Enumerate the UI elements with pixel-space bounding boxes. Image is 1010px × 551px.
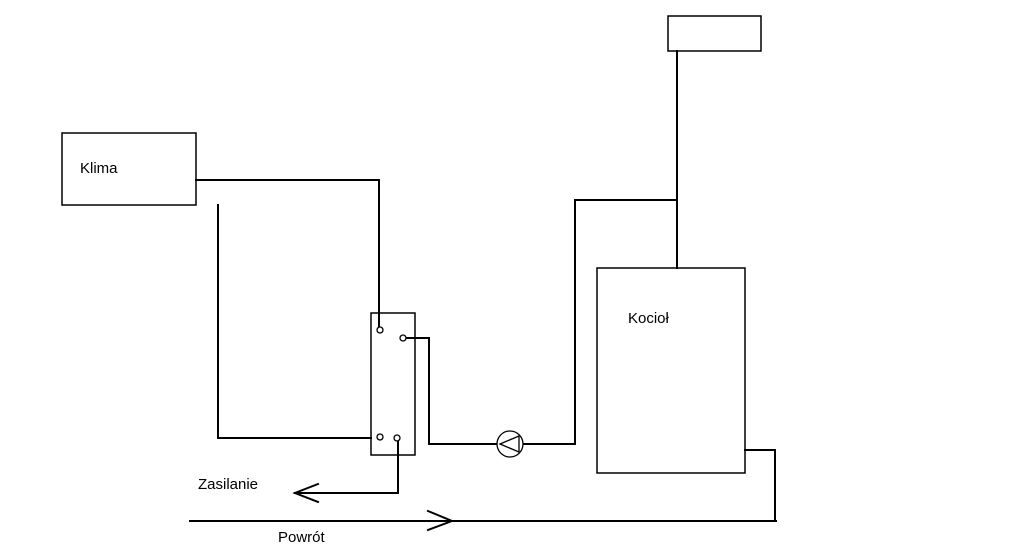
kociol-box [596, 267, 746, 474]
pipe-boiler-to-return [744, 449, 776, 522]
klima-label: Klima [80, 160, 118, 177]
exchanger-port-right [399, 334, 407, 342]
powrot-label: Powrót [278, 529, 326, 546]
pipe-klima-to-exchanger-bottom [217, 204, 372, 439]
zasilanie-supply-line [294, 439, 399, 494]
exchanger-port-bottom-right [393, 434, 401, 442]
pump-symbol [496, 430, 524, 458]
powrot-arrowhead-icon [426, 509, 455, 532]
pump-triangle-icon [498, 435, 520, 453]
top-box [667, 15, 762, 52]
exchanger-box [370, 312, 416, 456]
zasilanie-arrowhead-icon [292, 482, 320, 504]
pipe-pump-to-boiler-top [522, 199, 677, 445]
zasilanie-label: Zasilanie [198, 476, 258, 493]
exchanger-port-bottom-left [376, 433, 384, 441]
exchanger-port-top-left [376, 326, 384, 334]
kociol-label: Kocioł [628, 310, 670, 327]
pipe-klima-to-exchanger-top [195, 179, 380, 328]
klima-box [61, 132, 197, 206]
pipe-exchanger-to-pump [406, 337, 498, 445]
